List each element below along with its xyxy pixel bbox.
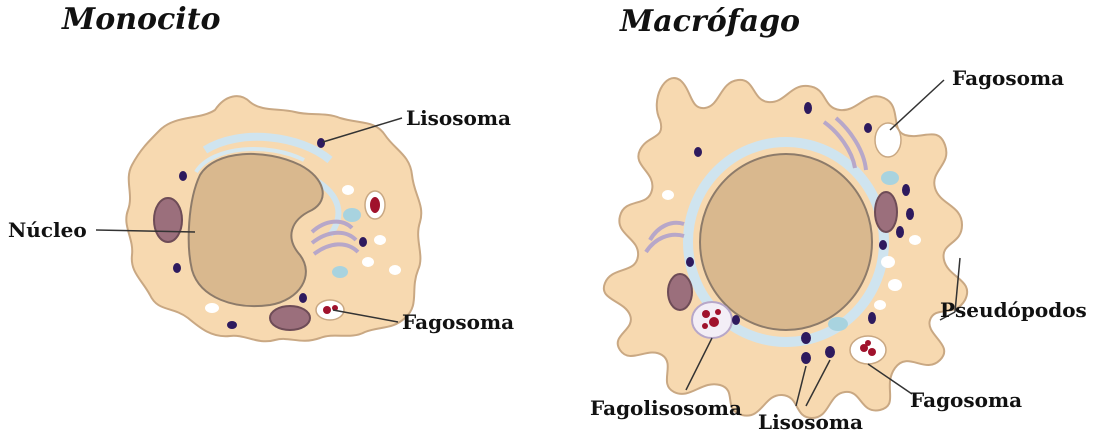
monocyte-nucleus-label: Núcleo <box>8 218 87 242</box>
macrophage-lysosome-label: Lisosoma <box>758 410 863 434</box>
macrophage-phagosome-top <box>875 123 901 157</box>
monocyte-mitochondrion <box>270 306 310 330</box>
monocyte-mitochondrion <box>154 198 182 242</box>
macrophage-phagosome-top-label: Fagosoma <box>952 66 1064 90</box>
macrophage-phagosome-bottom-label: Fagosoma <box>910 388 1022 412</box>
macrophage-cell <box>604 78 967 418</box>
monocyte-title: Monocito <box>62 2 221 37</box>
macrophage-pseudopods-label: Pseudópodos <box>940 298 1087 322</box>
monocyte-phagosome-label: Fagosoma <box>402 310 514 334</box>
macrophage-phagolysosome-label: Fagolisosoma <box>590 396 742 420</box>
macrophage-title: Macrófago <box>620 4 800 39</box>
macrophage-mitochondrion <box>668 274 692 310</box>
macrophage-nucleus <box>700 154 872 330</box>
macrophage-mitochondrion <box>875 192 897 232</box>
monocyte-cell <box>96 96 421 341</box>
monocyte-lysosome-label: Lisosoma <box>406 106 511 130</box>
